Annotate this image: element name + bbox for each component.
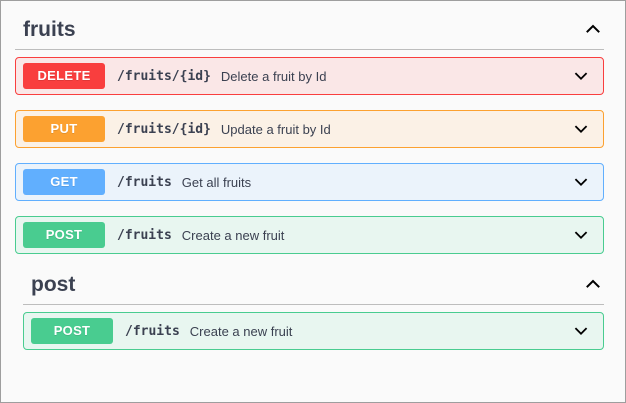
method-badge: PUT (23, 116, 105, 142)
operation-summary: Update a fruit by Id (220, 121, 331, 137)
operation-summary: Delete a fruit by Id (220, 68, 327, 84)
operation-row[interactable]: POST /fruits Create a new fruit (23, 312, 604, 350)
operation-list-fruits: DELETE /fruits/{id} Delete a fruit by Id… (15, 50, 604, 254)
tag-section-fruits: fruits DELETE /fruits/{id} Delete a frui… (1, 1, 625, 254)
tag-divider (23, 304, 604, 305)
tag-header-fruits[interactable]: fruits (15, 18, 604, 40)
operation-row[interactable]: DELETE /fruits/{id} Delete a fruit by Id (15, 57, 604, 95)
method-badge: GET (23, 169, 105, 195)
operation-path: /fruits/{id} (117, 68, 211, 84)
chevron-down-icon[interactable] (571, 172, 591, 192)
operation-path: /fruits/{id} (117, 121, 211, 137)
operation-summary: Create a new fruit (181, 227, 285, 243)
operation-summary: Get all fruits (181, 174, 252, 190)
chevron-down-icon[interactable] (571, 225, 591, 245)
method-badge: DELETE (23, 63, 105, 89)
method-badge: POST (31, 318, 113, 344)
tag-title: fruits (23, 17, 76, 41)
operation-list-post: POST /fruits Create a new fruit (23, 305, 604, 350)
chevron-up-icon[interactable] (582, 273, 604, 295)
operation-summary: Create a new fruit (189, 323, 293, 339)
method-badge: POST (23, 222, 105, 248)
tag-title: post (31, 272, 76, 296)
tag-section-post: post POST /fruits Create a new fruit (1, 254, 625, 350)
operation-path: /fruits (117, 174, 172, 190)
tag-divider (15, 49, 604, 50)
chevron-down-icon[interactable] (571, 119, 591, 139)
chevron-down-icon[interactable] (571, 66, 591, 86)
operation-row[interactable]: GET /fruits Get all fruits (15, 163, 604, 201)
operation-path: /fruits (125, 323, 180, 339)
operation-row[interactable]: PUT /fruits/{id} Update a fruit by Id (15, 110, 604, 148)
operation-path: /fruits (117, 227, 172, 243)
chevron-down-icon[interactable] (571, 321, 591, 341)
chevron-up-icon[interactable] (582, 18, 604, 40)
tag-header-post[interactable]: post (23, 273, 604, 295)
operation-row[interactable]: POST /fruits Create a new fruit (15, 216, 604, 254)
